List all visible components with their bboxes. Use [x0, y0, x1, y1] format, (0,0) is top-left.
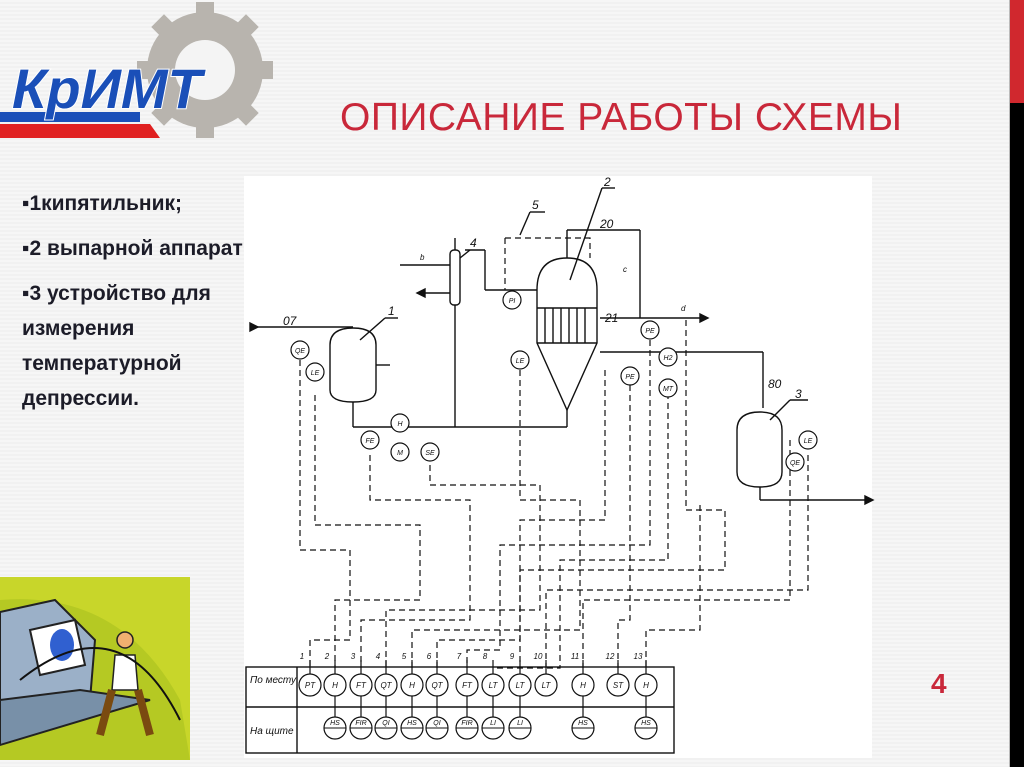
- column-number: 12: [606, 652, 615, 661]
- instrument-label: FE: [366, 438, 375, 445]
- vessel-boiler: [329, 327, 377, 403]
- field-device-label: LT: [542, 681, 552, 690]
- bullet-list: ▪1кипятильник; ▪2 выпарной аппарат; ▪3 у…: [22, 186, 252, 426]
- field-device-label: FT: [356, 681, 367, 690]
- row-label: На щите: [250, 726, 294, 737]
- panel-device-label: HS: [330, 720, 340, 727]
- panel-device-label: QI: [433, 720, 440, 727]
- column-number: 4: [376, 652, 381, 661]
- side-band-red: [1010, 0, 1024, 103]
- vessel-label: 3: [795, 387, 802, 401]
- field-device-label: LT: [516, 681, 526, 690]
- field-device: [606, 673, 630, 697]
- vessel-condenser: [449, 249, 461, 306]
- side-band-black: [1010, 103, 1024, 767]
- field-device: [534, 673, 558, 697]
- page-number: 4: [931, 668, 947, 699]
- field-device-label: LT: [489, 681, 499, 690]
- instrument-label: H2: [664, 355, 673, 362]
- field-device-label: H: [580, 681, 586, 690]
- panel-device-label: FIR: [355, 720, 366, 727]
- vessel-label: 4: [470, 236, 477, 250]
- field-device-label: QT: [431, 681, 443, 690]
- stream-label: 80: [768, 377, 782, 391]
- instrument-label: PE: [625, 374, 635, 381]
- field-device-label: H: [643, 681, 649, 690]
- column-number: 11: [571, 652, 579, 661]
- field-device-label: H: [332, 681, 338, 690]
- column-number: 13: [634, 652, 643, 661]
- slide-title: ОПИСАНИЕ РАБОТЫ СХЕМЫ: [340, 96, 903, 139]
- column-number: 3: [351, 652, 356, 661]
- row-label: По месту: [250, 675, 297, 686]
- valve-label: b: [420, 253, 425, 262]
- vessel-label: 1: [388, 304, 395, 318]
- column-number: 2: [324, 652, 330, 661]
- logo: КрИМТ: [0, 2, 273, 138]
- instrument-label: LE: [516, 358, 525, 365]
- clipart-computer-man: [0, 577, 190, 760]
- instrument-label: QE: [295, 348, 305, 355]
- stream-label: 21: [604, 311, 618, 325]
- vessel-label: 2: [603, 175, 611, 189]
- column-number: 5: [402, 652, 407, 661]
- instrument-label: SE: [425, 450, 435, 457]
- column-number: 9: [510, 652, 515, 661]
- valve-label: d: [681, 304, 686, 313]
- column-number: 1: [300, 652, 304, 661]
- instrument-label: QE: [790, 460, 800, 467]
- bullet-item: ▪1кипятильник;: [22, 192, 183, 215]
- stream-label: 20: [599, 217, 614, 231]
- panel-device-label: LI: [490, 720, 496, 727]
- column-number: 7: [457, 652, 462, 661]
- panel-device-label: QI: [382, 720, 389, 727]
- instrument-table: [245, 666, 675, 754]
- bullet-item: ▪3 устройство для измерения температурно…: [22, 282, 211, 410]
- panel-device-label: FIR: [461, 720, 472, 727]
- instrument-label: LE: [804, 438, 813, 445]
- field-device-label: ST: [613, 681, 624, 690]
- field-device-label: H: [409, 681, 415, 690]
- instrument-label: PI: [509, 298, 516, 305]
- vessel-label: 5: [532, 198, 539, 212]
- instrument-label: PE: [645, 328, 655, 335]
- valve-label: c: [623, 265, 627, 274]
- field-device-label: PT: [305, 681, 316, 690]
- column-number: 10: [534, 652, 543, 661]
- column-number: 6: [427, 652, 432, 661]
- instrument-label: H: [397, 421, 403, 428]
- panel-device-label: HS: [578, 720, 588, 727]
- panel-device-label: HS: [641, 720, 651, 727]
- logo-text: КрИМТ: [12, 57, 207, 120]
- process-diagram-panel: [244, 176, 872, 758]
- bullet-item: ▪2 выпарной аппарат;: [22, 237, 250, 260]
- field-device-label: QT: [380, 681, 392, 690]
- stream-label: 07: [283, 314, 298, 328]
- field-device: [298, 673, 322, 697]
- instrument-label: M: [397, 450, 403, 457]
- instrument-label: LE: [311, 370, 320, 377]
- panel-device-label: LI: [517, 720, 523, 727]
- column-number: 8: [483, 652, 488, 661]
- instrument-label: MT: [663, 386, 674, 393]
- field-device-label: FT: [462, 681, 473, 690]
- vessel-evaporator: [536, 257, 598, 412]
- panel-device-label: HS: [407, 720, 417, 727]
- vessel-measuring-device: [736, 411, 783, 488]
